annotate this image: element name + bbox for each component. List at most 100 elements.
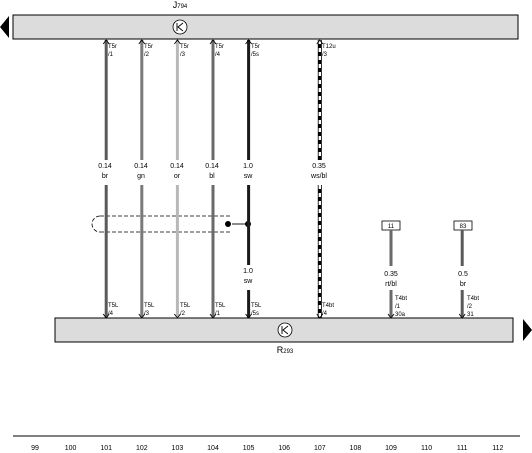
wire-color: bl <box>209 173 215 180</box>
wire-bottom-pin-number: /1 <box>215 311 221 317</box>
wire-gauge: 0.14 <box>134 163 148 170</box>
ruler-label: 109 <box>385 445 397 452</box>
bottom-continuation-arrow-icon <box>523 319 532 341</box>
pin-arrow-icon <box>174 313 181 319</box>
wire-gauge: 0.14 <box>205 163 219 170</box>
wire-color: ws/bl <box>310 173 327 180</box>
ruler-label: 100 <box>65 445 77 452</box>
wire-top-pin-number: /4 <box>215 52 221 58</box>
shield-splice-point <box>225 221 231 227</box>
wire-top-pin-connector: T5r <box>108 44 117 50</box>
ruler-label: 101 <box>100 445 112 452</box>
wire-bottom-pin-connector: T4bt <box>322 303 334 309</box>
wire-color: or <box>174 173 181 180</box>
wire-bottom-pin-connector: T5L <box>251 303 262 309</box>
column-ruler: 99 100 101 102 103 104 105 106 107 108 109 110 111 11… <box>13 435 520 452</box>
wire-109[interactable]: 11 0.35 rt/bl T4bt /1 30a <box>381 220 407 319</box>
ruler-label: 107 <box>314 445 326 452</box>
pin-arrow-icon <box>102 39 110 45</box>
pin-arrow-icon <box>458 313 466 319</box>
wire-102[interactable]: T5r /2 0.14 gn T5L /3 <box>134 39 155 319</box>
ruler-label: 102 <box>136 445 148 452</box>
top-continuation-arrow-icon <box>0 16 9 38</box>
wire-bottom-pin-connector: T4bt <box>395 296 407 302</box>
pin-arrow-icon <box>174 39 181 45</box>
wire-bottom-pin-number: /1 <box>395 304 401 310</box>
top-component-symbol-icon <box>172 19 188 35</box>
wire-bottom-pin-number: /2 <box>180 311 186 317</box>
wire-reference-number: 83 <box>460 224 467 230</box>
pin-arrow-icon <box>102 313 110 319</box>
ruler-labels: 99 100 101 102 103 104 105 106 107 108 109 110 111 11… <box>31 445 503 452</box>
pin-arrow-icon <box>138 39 146 45</box>
wire-color-lower: sw <box>244 278 254 285</box>
bottom-component-symbol-icon <box>277 322 293 338</box>
wire-gauge-lower: 1.0 <box>243 268 253 275</box>
wire-gauge: 1.0 <box>243 163 253 170</box>
wire-107[interactable]: T12u /3 0.35 ws/bl T4bt /4 <box>310 39 336 319</box>
top-component[interactable]: J794 <box>0 0 519 40</box>
pin-arrow-icon <box>209 313 217 319</box>
pin-arrow-icon <box>245 313 252 319</box>
wire-top-pin-connector: T12u <box>322 44 336 50</box>
wire-105[interactable]: T5r /5s 1.0 sw 1.0 sw T5L /5s <box>243 39 262 319</box>
pin-arrow-icon <box>316 39 324 45</box>
ruler-label: 108 <box>350 445 362 452</box>
wire-gauge: 0.35 <box>312 163 326 170</box>
wire-bottom-pin-connector: T5L <box>180 303 191 309</box>
wire-103[interactable]: T5r /3 0.14 or T5L /2 <box>170 39 191 319</box>
wire-gauge: 0.14 <box>170 163 184 170</box>
ruler-label: 103 <box>172 445 184 452</box>
pin-arrow-icon <box>209 39 217 45</box>
wire-bottom-pin-number: /4 <box>108 311 114 317</box>
wire-gauge: 0.35 <box>384 271 398 278</box>
pin-arrow-icon <box>138 313 146 319</box>
wire-101[interactable]: T5r /1 0.14 br T5L /4 <box>98 39 119 319</box>
ruler-label: 111 <box>457 445 468 452</box>
wire-color: br <box>102 173 109 180</box>
wire-top-pin-connector: T5r <box>180 44 189 50</box>
wire-bottom-pin-number: /5s <box>251 311 259 317</box>
wire-bottom-pin-number: /3 <box>144 311 150 317</box>
wire-color: gn <box>137 173 145 180</box>
wire-bottom-pin-terminal: 30a <box>395 312 406 318</box>
wire-top-pin-number: /5s <box>251 52 259 58</box>
wire-gauge: 0.14 <box>98 163 112 170</box>
pin-arrow-icon <box>316 313 324 319</box>
ruler-label: 110 <box>421 445 432 452</box>
wire-gauge: 0.5 <box>458 271 468 278</box>
bottom-component-label: R293 <box>277 345 294 355</box>
wire-top-pin-number: /3 <box>180 52 186 58</box>
wire-top-pin-number: /3 <box>322 52 328 58</box>
wire-color: rt/bl <box>385 281 397 288</box>
wire-bottom-pin-terminal: 31 <box>467 312 474 318</box>
ruler-label: 99 <box>31 445 39 452</box>
wires: T5r /1 0.14 br T5L /4 T5r /2 0.14 gn T5L… <box>98 39 336 319</box>
pin-arrow-icon <box>387 313 395 319</box>
wire-top-pin-number: /1 <box>108 52 114 58</box>
wire-bottom-pin-number: /4 <box>322 311 328 317</box>
ruler-label: 106 <box>278 445 290 452</box>
wire-104[interactable]: T5r /4 0.14 bl T5L /1 <box>205 39 226 319</box>
wire-color: sw <box>244 173 254 180</box>
wire-top-pin-connector: T5r <box>215 44 224 50</box>
top-component-box <box>12 14 519 40</box>
ruler-label: 112 <box>492 445 503 452</box>
wire-color: br <box>460 281 467 288</box>
ruler-label: 105 <box>243 445 255 452</box>
wire-bottom-pin-number: /2 <box>467 304 473 310</box>
wire-reference-number: 11 <box>388 224 395 230</box>
top-component-label: J794 <box>173 0 188 10</box>
wire-shield <box>91 215 251 233</box>
wire-top-pin-connector: T5r <box>251 44 260 50</box>
wire-111[interactable]: 83 0.5 br T4bt /2 31 <box>453 220 479 319</box>
pin-arrow-icon <box>245 39 252 45</box>
wire-top-pin-number: /2 <box>144 52 150 58</box>
wire-bottom-pin-connector: T5L <box>144 303 155 309</box>
wire-top-pin-connector: T5r <box>144 44 153 50</box>
bottom-component[interactable]: R293 <box>54 317 532 355</box>
wire-bottom-pin-connector: T4bt <box>467 296 479 302</box>
ruler-label: 104 <box>207 445 219 452</box>
short-wires: 11 0.35 rt/bl T4bt /1 30a 83 0.5 br T4bt… <box>381 220 479 319</box>
